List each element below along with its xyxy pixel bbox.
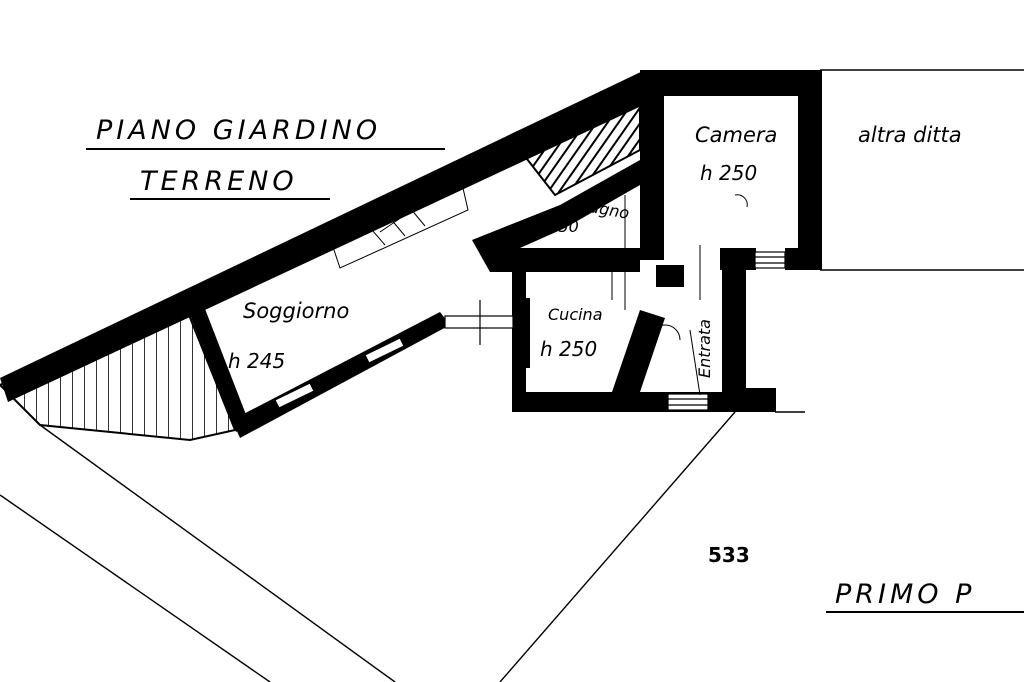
room-label-cucina: Cucina <box>548 305 603 324</box>
openings <box>274 251 786 411</box>
room-label-entrata: Entrata <box>695 319 714 378</box>
room-height-soggiorno: h 245 <box>228 349 285 373</box>
title-secondary: PRIMO P <box>835 579 975 610</box>
title-line-1: PIANO GIARDINO <box>96 115 381 146</box>
room-label-camera: Camera <box>695 123 777 147</box>
neighbor-label: altra ditta <box>858 123 962 147</box>
room-label-soggiorno: Soggiorno <box>243 299 349 323</box>
room-label-bagno: Bagno <box>577 195 631 223</box>
room-height-bagno: h 250 <box>533 217 579 236</box>
room-height-camera: h 250 <box>700 161 757 185</box>
site-lines <box>0 69 1024 682</box>
room-height-cucina: h 250 <box>540 337 597 361</box>
interior-details <box>329 174 748 396</box>
sheet-number: 533 <box>708 543 750 567</box>
title-line-2: TERRENO <box>140 166 298 197</box>
exterior-walls <box>0 70 822 438</box>
